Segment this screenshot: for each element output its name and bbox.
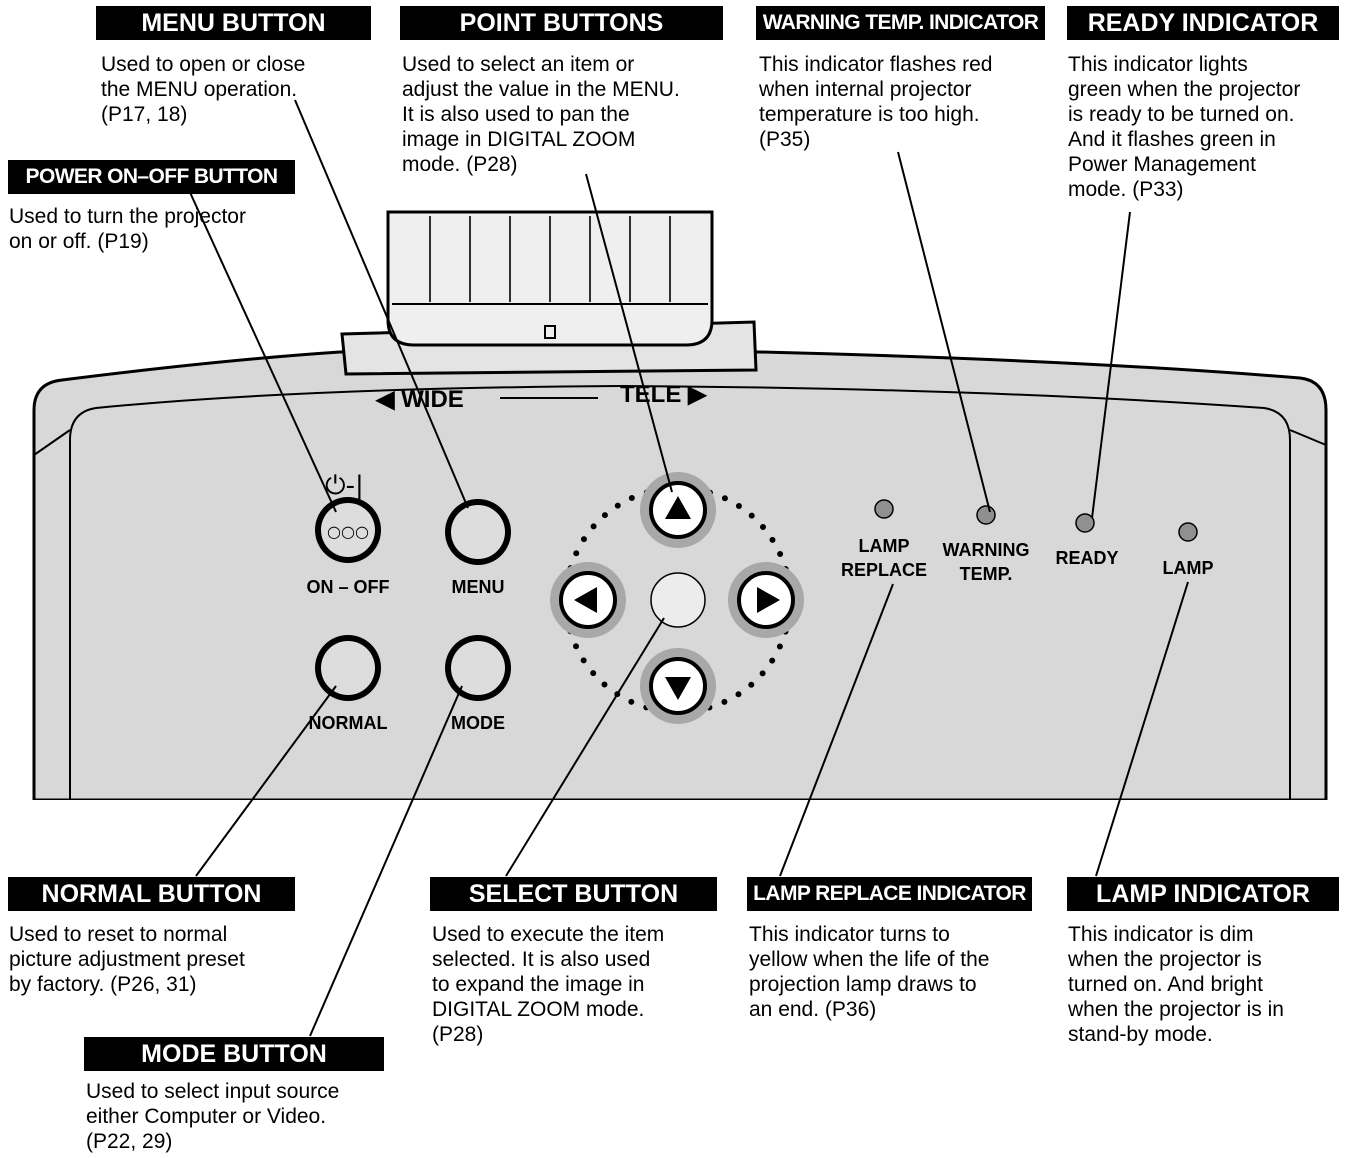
menu-button-header: MENU BUTTON [96, 6, 371, 40]
lamp-label: LAMP [1163, 558, 1214, 578]
lamp-replace-indicator [874, 499, 894, 519]
on-off-label: ON – OFF [306, 577, 389, 597]
select-button-header: SELECT BUTTON [430, 877, 717, 911]
normal-label: NORMAL [309, 713, 388, 733]
power-button-header: POWER ON–OFF BUTTON [8, 160, 295, 194]
mode-button-header: MODE BUTTON [84, 1037, 384, 1071]
menu-label: MENU [452, 577, 505, 597]
lamp-indicator-header: LAMP INDICATOR [1067, 877, 1339, 911]
point-buttons-header: POINT BUTTONS [400, 6, 723, 40]
mode-label: MODE [451, 713, 505, 733]
left-arrow-icon [574, 587, 597, 613]
lamp-indicator [1178, 522, 1198, 542]
warning-label-1: WARNING [943, 540, 1030, 560]
power-dots: ○○○ [327, 522, 369, 541]
ready-label: READY [1055, 548, 1118, 568]
lamp-replace-header: LAMP REPLACE INDICATOR [747, 877, 1032, 911]
select-button[interactable] [650, 572, 706, 628]
power-symbol: ⏻-| [325, 471, 364, 501]
zoom-tele-label: TELE ▶ [620, 381, 708, 408]
warning-temp-header: WARNING TEMP. INDICATOR [756, 6, 1045, 40]
right-arrow-icon [757, 587, 780, 613]
leader-lines [187, 99, 1189, 1037]
projector-bevel [69, 384, 1291, 800]
ready-indicator [1075, 513, 1095, 533]
normal-button-header: NORMAL BUTTON [8, 877, 295, 911]
lamp-replace-label-1: LAMP [859, 536, 910, 556]
lamp-replace-label-2: REPLACE [841, 560, 927, 580]
lens-marker [544, 325, 556, 339]
ready-indicator-header: READY INDICATOR [1067, 6, 1339, 40]
down-arrow-icon [665, 677, 691, 700]
up-arrow-icon [665, 496, 691, 519]
warning-temp-indicator [976, 505, 996, 525]
zoom-wide-label: ◀ WIDE [375, 386, 464, 413]
warning-label-2: TEMP. [960, 564, 1013, 584]
